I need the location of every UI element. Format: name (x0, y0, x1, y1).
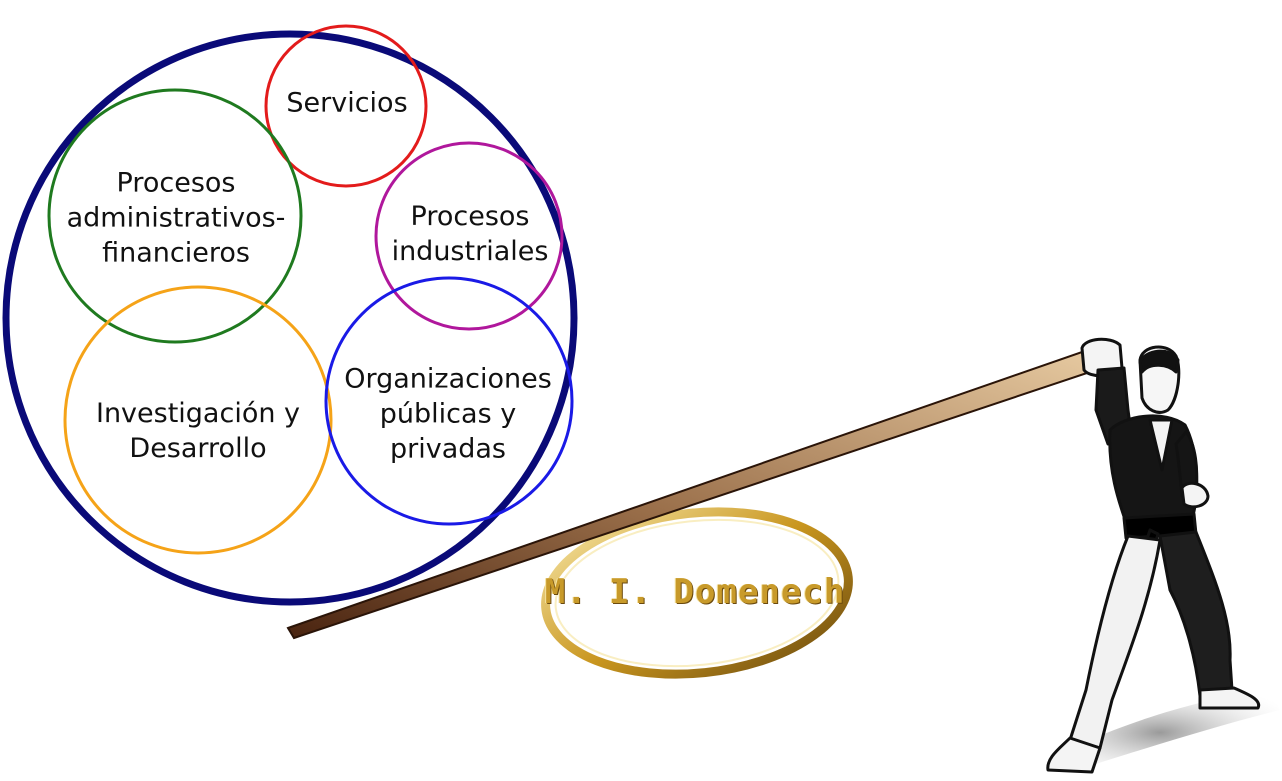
logo-ring (541, 507, 853, 679)
label-organizaciones-line2: públicas y (379, 398, 517, 430)
label-admin-line3: financieros (102, 237, 250, 269)
logo-text: M. I. Domenech (544, 572, 846, 612)
label-procesos-industriales: Procesos industriales (392, 199, 549, 269)
outer-circle (2, 30, 578, 606)
circle-organizaciones (324, 276, 574, 526)
label-servicios: Servicios (286, 86, 407, 121)
label-procesos-administrativos: Procesos administrativos- financieros (67, 166, 286, 271)
circle-procesos-industriales (374, 141, 564, 331)
label-industriales-line1: Procesos (410, 201, 530, 232)
label-industriales-line2: industriales (391, 236, 549, 267)
circle-servicios (264, 24, 428, 188)
label-investigacion: Investigación y Desarrollo (96, 396, 300, 466)
floor-shadow (1040, 690, 1280, 775)
label-investigacion-line2: Desarrollo (129, 433, 267, 464)
label-organizaciones: Organizaciones públicas y privadas (344, 362, 552, 467)
label-admin-line1: Procesos (116, 167, 236, 199)
label-organizaciones-line3: privadas (389, 433, 506, 465)
label-servicios-line1: Servicios (286, 87, 408, 119)
circle-procesos-administrativos (47, 88, 303, 344)
karate-figure (1046, 337, 1261, 774)
circle-investigacion (63, 285, 333, 555)
label-admin-line2: administrativos- (66, 202, 286, 234)
label-organizaciones-line1: Organizaciones (344, 363, 552, 395)
label-investigacion-line1: Investigación y (95, 398, 301, 429)
